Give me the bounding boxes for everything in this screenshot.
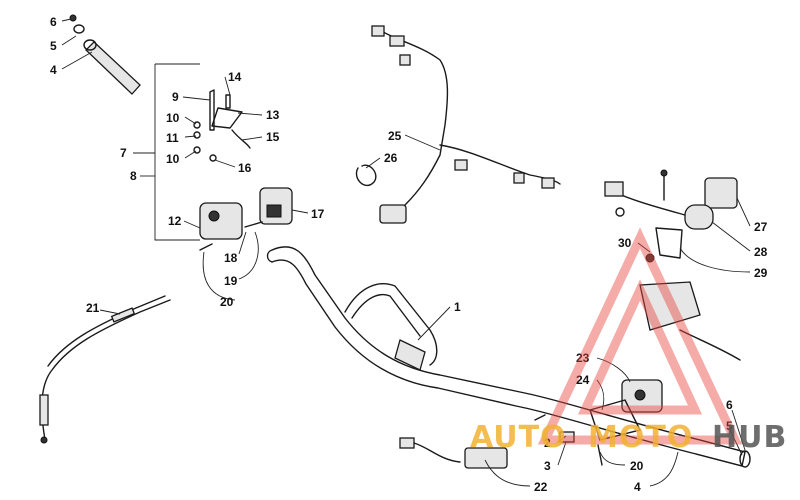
callout-26: 26	[384, 151, 398, 165]
left-switch-assembly	[154, 63, 293, 251]
callout-27: 27	[754, 220, 768, 234]
handlebar	[266, 246, 751, 468]
callout-21: 21	[86, 301, 100, 315]
callout-3: 3	[544, 459, 551, 473]
watermark-word-auto: AUTO	[470, 420, 567, 455]
callout-6-right: 6	[726, 398, 733, 412]
callout-2: 2	[544, 436, 551, 450]
wiring-harness	[355, 25, 561, 224]
callout-23: 23	[576, 351, 590, 365]
callout-12: 12	[168, 214, 182, 228]
brake-lever-assembly	[589, 379, 663, 466]
watermark: AUTO MOTO HUB	[470, 227, 787, 455]
callout-18: 18	[224, 251, 238, 265]
watermark-triangle-inner	[577, 279, 703, 415]
left-grip	[69, 14, 141, 95]
callout-6-top: 6	[50, 15, 57, 29]
callout-5-top: 5	[50, 39, 57, 53]
callout-11: 11	[166, 131, 179, 145]
watermark-word-moto: MOTO	[588, 420, 693, 455]
callout-1: 1	[454, 300, 461, 314]
callout-17: 17	[311, 207, 325, 221]
callout-22: 22	[534, 480, 548, 494]
callout-29: 29	[754, 266, 768, 280]
callout-8: 8	[130, 169, 137, 183]
watermark-word-hub: HUB	[712, 420, 787, 455]
callout-15: 15	[266, 130, 280, 144]
leader-lines	[61, 18, 751, 487]
right-switch-assembly	[604, 169, 741, 361]
callout-9: 9	[172, 90, 179, 104]
watermark-triangle-outer	[537, 227, 743, 445]
callout-10-upper: 10	[166, 111, 180, 125]
throttle-cable	[39, 295, 171, 444]
callout-20-right: 20	[630, 459, 644, 473]
callout-19: 19	[224, 274, 238, 288]
lower-harness	[399, 414, 575, 469]
callout-13: 13	[266, 108, 280, 122]
callout-24: 24	[576, 373, 590, 387]
callout-labels: 6 5 4 14 9 13 10 11 15 10 16 7 8 17 12 1…	[50, 15, 768, 494]
callout-7: 7	[120, 146, 127, 160]
callout-20-left: 20	[220, 295, 234, 309]
callout-28: 28	[754, 245, 768, 259]
callout-4-bottom: 4	[634, 480, 641, 494]
callout-30: 30	[618, 236, 632, 250]
callout-5-right: 5	[726, 419, 733, 433]
callout-16: 16	[238, 161, 252, 175]
callout-25: 25	[388, 129, 402, 143]
callout-4-top: 4	[50, 63, 57, 77]
callout-10-lower: 10	[166, 152, 180, 166]
callout-14: 14	[228, 70, 242, 84]
